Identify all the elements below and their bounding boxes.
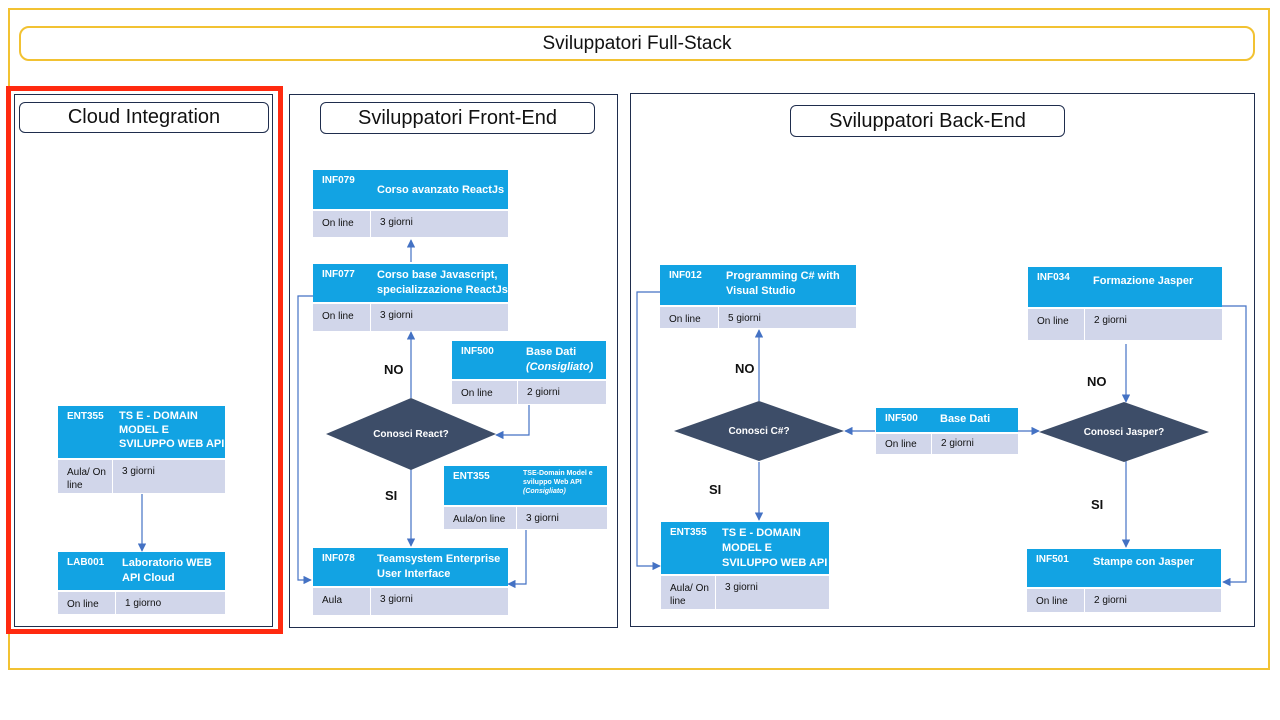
course-card-fe-ent355[interactable]: ENT355 TSE-Domain Model e sviluppo Web A… — [444, 466, 607, 529]
frontend-panel-title: Sviluppatori Front-End — [320, 102, 595, 134]
course-card-be-ent355[interactable]: ENT355 TS E - DOMAIN MODEL E SVILUPPO WE… — [661, 522, 829, 609]
course-code: ENT355 — [58, 406, 112, 458]
label-si-jasper: SI — [1091, 497, 1104, 512]
course-mode: On line — [660, 307, 718, 328]
course-code: INF501 — [1027, 549, 1084, 587]
course-title: TS E - DOMAIN MODEL E SVILUPPO WEB API — [112, 406, 225, 458]
course-duration: 2 giorni — [1085, 589, 1221, 612]
label-no-cs: NO — [735, 361, 755, 376]
course-mode: On line — [452, 381, 517, 404]
course-card-inf078[interactable]: INF078 Teamsystem Enterprise User Interf… — [313, 548, 508, 615]
course-card-inf077[interactable]: INF077 Corso base Javascript, specializz… — [313, 264, 508, 331]
cloud-panel-title: Cloud Integration — [19, 102, 269, 133]
course-title-block: Base Dati (Consigliato) — [517, 341, 606, 379]
highlight-box — [6, 86, 283, 634]
connector-inf012-ent355 — [636, 291, 661, 571]
connector-ent355-inf078 — [507, 530, 527, 589]
course-code: INF500 — [876, 408, 931, 432]
connector-inf034-inf501 — [1222, 305, 1247, 587]
course-mode: On line — [313, 304, 370, 331]
label-no-jasper: NO — [1087, 374, 1107, 389]
decision-react: Conosci React? — [373, 428, 449, 440]
course-title: Base Dati — [526, 346, 577, 358]
course-card-inf034[interactable]: INF034 Formazione Jasper On line 2 giorn… — [1028, 267, 1222, 340]
course-duration: 3 giorni — [371, 211, 508, 237]
course-code: INF012 — [660, 265, 718, 305]
course-code: LAB001 — [58, 552, 115, 590]
course-mode: Aula/ On line — [661, 576, 715, 609]
course-code: ENT355 — [444, 466, 516, 505]
label-no-react: NO — [384, 362, 404, 377]
course-card-inf079[interactable]: INF079 Corso avanzato ReactJs On line 3 … — [313, 170, 508, 237]
course-mode: On line — [313, 211, 370, 237]
course-card-fe-inf500[interactable]: INF500 Base Dati (Consigliato) On line 2… — [452, 341, 606, 404]
backend-panel-title: Sviluppatori Back-End — [790, 105, 1065, 137]
decision-cs: Conosci C#? — [728, 425, 790, 437]
course-mode: On line — [1028, 309, 1084, 340]
course-duration: 3 giorni — [371, 588, 508, 615]
course-duration: 2 giorni — [518, 381, 606, 404]
course-title: TS E - DOMAIN MODEL E SVILUPPO WEB API — [715, 522, 829, 574]
course-note: (Consigliato) — [523, 488, 566, 495]
course-code: INF079 — [313, 170, 370, 209]
page-title: Sviluppatori Full-Stack — [19, 26, 1255, 61]
decision-jasper-shape — [1039, 402, 1209, 462]
course-title: Formazione Jasper — [1084, 267, 1222, 307]
course-duration: 3 giorni — [113, 460, 225, 493]
course-code: INF078 — [313, 548, 370, 586]
course-mode: Aula — [313, 588, 370, 615]
decision-cs-shape — [674, 401, 844, 461]
course-duration: 3 giorni — [517, 507, 607, 529]
cloud-panel — [14, 94, 273, 627]
course-mode: On line — [58, 592, 115, 614]
course-title-block: TSE-Domain Model e sviluppo Web API (Con… — [516, 466, 607, 505]
course-duration: 5 giorni — [719, 307, 856, 328]
course-code: ENT355 — [661, 522, 715, 574]
course-card-inf501[interactable]: INF501 Stampe con Jasper On line 2 giorn… — [1027, 549, 1221, 612]
course-code: INF077 — [313, 264, 370, 302]
course-mode: Aula/ On line — [58, 460, 112, 493]
course-code: INF034 — [1028, 267, 1084, 307]
label-si-cs: SI — [709, 482, 722, 497]
course-card-be-inf500[interactable]: INF500 Base Dati On line 2 giorni — [876, 408, 1018, 454]
label-si-react: SI — [385, 488, 398, 503]
course-duration: 2 giorni — [1085, 309, 1222, 340]
decision-jasper: Conosci Jasper? — [1083, 426, 1165, 438]
course-code: INF500 — [452, 341, 517, 379]
course-title: Laboratorio WEB API Cloud — [115, 552, 225, 590]
course-card-cloud-ent355[interactable]: ENT355 TS E - DOMAIN MODEL E SVILUPPO WE… — [58, 406, 225, 493]
course-duration: 1 giorno — [116, 592, 225, 614]
course-title: Programming C# with Visual Studio — [718, 265, 856, 305]
course-note: (Consigliato) — [526, 361, 594, 373]
course-title: Corso avanzato ReactJs — [370, 170, 508, 209]
course-card-inf012[interactable]: INF012 Programming C# with Visual Studio… — [660, 265, 856, 328]
course-title: Stampe con Jasper — [1084, 549, 1221, 587]
course-title: Corso base Javascript, specializzazione … — [370, 264, 508, 302]
course-title: TSE-Domain Model e sviluppo Web API — [523, 470, 593, 486]
course-mode: On line — [1027, 589, 1084, 612]
course-title: Base Dati — [931, 408, 1018, 432]
course-duration: 3 giorni — [716, 576, 829, 609]
decision-react-shape — [326, 398, 496, 470]
course-duration: 2 giorni — [932, 434, 1018, 454]
course-card-lab001[interactable]: LAB001 Laboratorio WEB API Cloud On line… — [58, 552, 225, 614]
connector-inf500-react — [495, 405, 530, 440]
connector-inf077-inf078 — [297, 295, 313, 585]
course-duration: 3 giorni — [371, 304, 508, 331]
course-mode: On line — [876, 434, 931, 454]
course-mode: Aula/on line — [444, 507, 516, 529]
course-title: Teamsystem Enterprise User Interface — [370, 548, 508, 586]
